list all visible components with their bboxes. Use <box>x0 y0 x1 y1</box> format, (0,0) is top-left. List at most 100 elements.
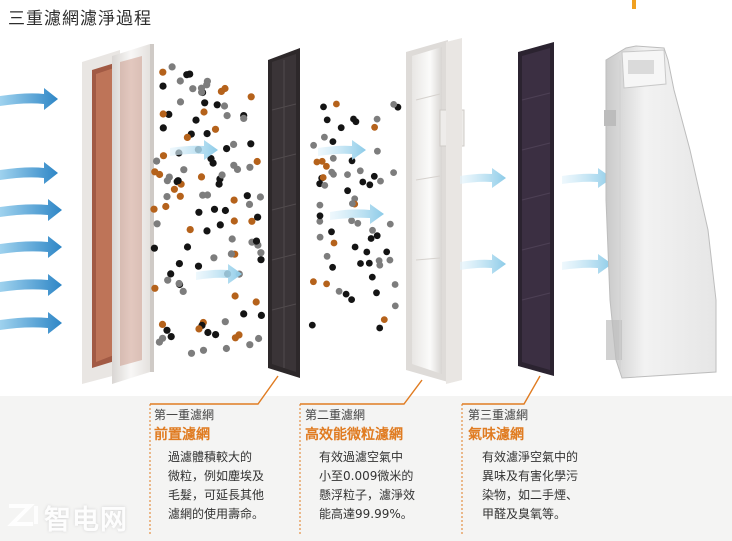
airflow-arrows-out <box>562 168 612 274</box>
particle-dot <box>183 243 192 251</box>
particle-dot <box>243 192 251 200</box>
particle-dot <box>231 334 239 342</box>
particle-dot <box>227 250 235 258</box>
particle-dot <box>330 171 337 178</box>
description-line: 異味及有害化學污 <box>482 469 579 483</box>
particle-dot <box>316 233 324 241</box>
particle-dot <box>165 110 173 118</box>
odor-filter <box>518 42 554 376</box>
particle-dot <box>200 108 208 116</box>
particle-dot <box>174 177 182 185</box>
particle-dot <box>373 232 381 240</box>
particle-dot <box>351 243 359 251</box>
particle-dot <box>350 115 357 123</box>
particle-dot <box>335 287 343 295</box>
particle-dot <box>330 239 338 247</box>
particle-dot <box>170 185 178 193</box>
particle-dot <box>348 157 356 165</box>
particle-dot <box>151 284 159 292</box>
airflow-arrow-icon <box>330 204 384 224</box>
accent-tick <box>632 0 636 9</box>
description-line: 毛髮，可延長其他 <box>168 488 265 502</box>
particle-dot <box>180 166 188 174</box>
particle-dot <box>383 248 391 256</box>
watermark-logo-icon <box>7 504 38 526</box>
filter-description: 過濾體積較大的 微粒，例如塵埃及 毛髮，可延長其他 濾網的使用壽命。 <box>168 448 294 524</box>
particle-dot <box>186 70 194 78</box>
airflow-arrows-mid <box>170 140 384 284</box>
particle-dot <box>257 249 265 257</box>
description-line: 懸浮粒子，濾淨效 <box>319 488 416 502</box>
stage-label: 第一重濾網 <box>154 408 215 422</box>
air-purifier-body <box>604 45 717 379</box>
filter-info-2: 第二重濾網 高效能微粒濾網 有效過濾空氣中 小至0.009微米的 懸浮粒子，濾淨… <box>305 408 445 524</box>
description-line: 過濾體積較大的 <box>168 450 253 464</box>
airflow-arrow-icon <box>196 264 242 284</box>
filter-description: 有效過濾空氣中 小至0.009微米的 懸浮粒子，濾淨效 能高達99.99%。 <box>319 448 445 524</box>
particle-dot <box>230 161 238 169</box>
airflow-arrow-icon <box>562 254 612 274</box>
particle-dot <box>316 218 324 225</box>
particle-dot <box>323 280 330 288</box>
particle-dot <box>256 193 264 201</box>
particle-dot <box>323 116 331 124</box>
particle-dot <box>329 138 337 146</box>
particle-dot <box>313 158 321 166</box>
particle-dot <box>386 256 394 264</box>
particle-dot <box>316 212 324 220</box>
particle-dot <box>176 192 184 200</box>
particle-dot <box>333 100 340 108</box>
particle-dot <box>216 221 224 229</box>
particle-dot <box>310 141 317 149</box>
particle-dot <box>186 226 194 234</box>
particle-dot <box>390 169 397 177</box>
particle-dot <box>159 68 167 76</box>
particle-dot <box>255 334 263 343</box>
pre-filter-mesh <box>268 48 300 378</box>
particle-dot <box>192 116 200 124</box>
particle-dot <box>245 200 254 208</box>
particle-dot <box>371 123 378 131</box>
airflow-arrow-icon <box>460 168 506 188</box>
particle-dot <box>159 334 167 342</box>
particle-dot <box>207 155 215 163</box>
particle-dot <box>373 115 381 123</box>
particle-dot <box>329 263 336 271</box>
hepa-filter <box>406 38 465 384</box>
particle-dot <box>356 167 364 175</box>
particle-dot <box>199 346 208 354</box>
particle-dot <box>308 321 316 329</box>
particle-dot <box>319 174 327 181</box>
particle-cloud-small <box>308 100 402 332</box>
particle-dot <box>221 318 229 326</box>
airflow-arrow-icon <box>0 312 62 334</box>
particle-dot <box>199 191 207 199</box>
particle-dot <box>316 201 324 209</box>
particle-dot <box>228 235 236 243</box>
particle-dot <box>167 333 175 341</box>
particle-dot <box>221 206 229 215</box>
particle-dot <box>176 77 184 85</box>
airflow-arrow-icon <box>0 199 62 221</box>
particle-dot <box>204 328 212 337</box>
particle-dot <box>367 235 375 242</box>
airflow-arrow-icon <box>562 168 612 188</box>
particle-dot <box>212 331 220 339</box>
particle-dot <box>183 133 191 141</box>
particle-cloud-large <box>150 63 265 357</box>
watermark-text: 智电网 <box>44 505 128 536</box>
particle-dot <box>158 320 167 328</box>
particle-dot <box>370 172 378 180</box>
particle-dot <box>323 252 331 260</box>
particle-dot <box>153 157 161 165</box>
particle-dot <box>253 157 261 166</box>
particle-dot <box>189 85 197 93</box>
particle-dot <box>252 237 261 245</box>
particle-dot <box>210 205 219 213</box>
particle-dot <box>195 325 203 333</box>
stage-label: 第三重濾網 <box>468 408 529 422</box>
particle-dot <box>348 217 355 225</box>
particle-dot <box>164 276 172 284</box>
filter-info-3: 第三重濾網 氣味濾網 有效濾淨空氣中的 異味及有害化學污 染物，如二手煙、 甲醛… <box>468 408 608 524</box>
airflow-arrow-icon <box>170 140 218 160</box>
